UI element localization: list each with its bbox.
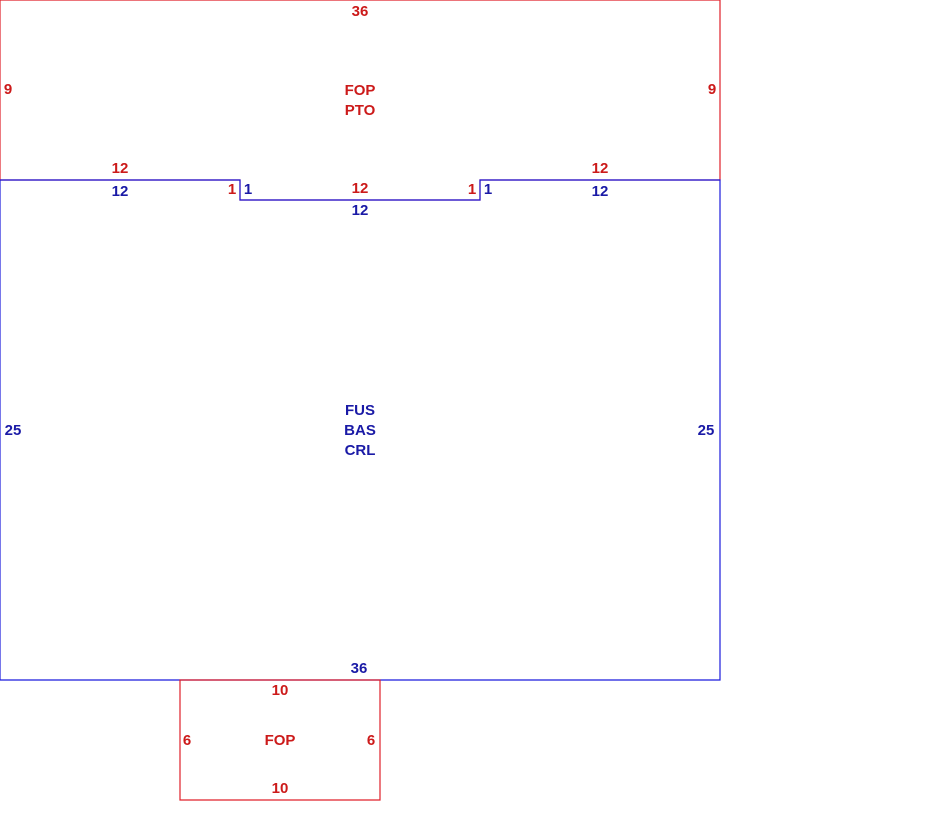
main-notch-bottom-dimension: 12 [352, 202, 369, 219]
main-top-left-dimension: 12 [112, 183, 129, 200]
lower-bottom-dimension: 10 [272, 780, 289, 797]
main-notch-right-dimension: 1 [484, 181, 492, 198]
lower-area-outline [179, 679, 381, 801]
upper-notch-left-dimension: 1 [228, 181, 236, 198]
main-top-right-dimension: 12 [592, 183, 609, 200]
main-area-label-line3: CRL [345, 442, 376, 459]
upper-notch-right-dimension: 1 [468, 181, 476, 198]
upper-right-dimension: 9 [708, 81, 716, 98]
upper-area-label-line1: FOP [345, 82, 376, 99]
upper-notch-bottom-dimension: 12 [352, 180, 369, 197]
lower-left-dimension: 6 [183, 732, 191, 749]
lower-area-label: FOP [265, 732, 296, 749]
main-right-dimension: 25 [698, 422, 715, 439]
upper-area-outline [0, 0, 721, 201]
upper-left-dimension: 9 [4, 81, 12, 98]
lower-right-dimension: 6 [367, 732, 375, 749]
upper-top-dimension: 36 [352, 3, 369, 20]
main-area-label-line1: FUS [345, 402, 375, 419]
main-area-label-line2: BAS [344, 422, 376, 439]
main-notch-left-dimension: 1 [244, 181, 252, 198]
upper-bottom-right-dimension: 12 [592, 160, 609, 177]
lower-top-dimension: 10 [272, 682, 289, 699]
upper-area-label-line2: PTO [345, 102, 376, 119]
main-bottom-dimension: 36 [351, 660, 368, 677]
upper-bottom-left-dimension: 12 [112, 160, 129, 177]
main-left-dimension: 25 [5, 422, 22, 439]
